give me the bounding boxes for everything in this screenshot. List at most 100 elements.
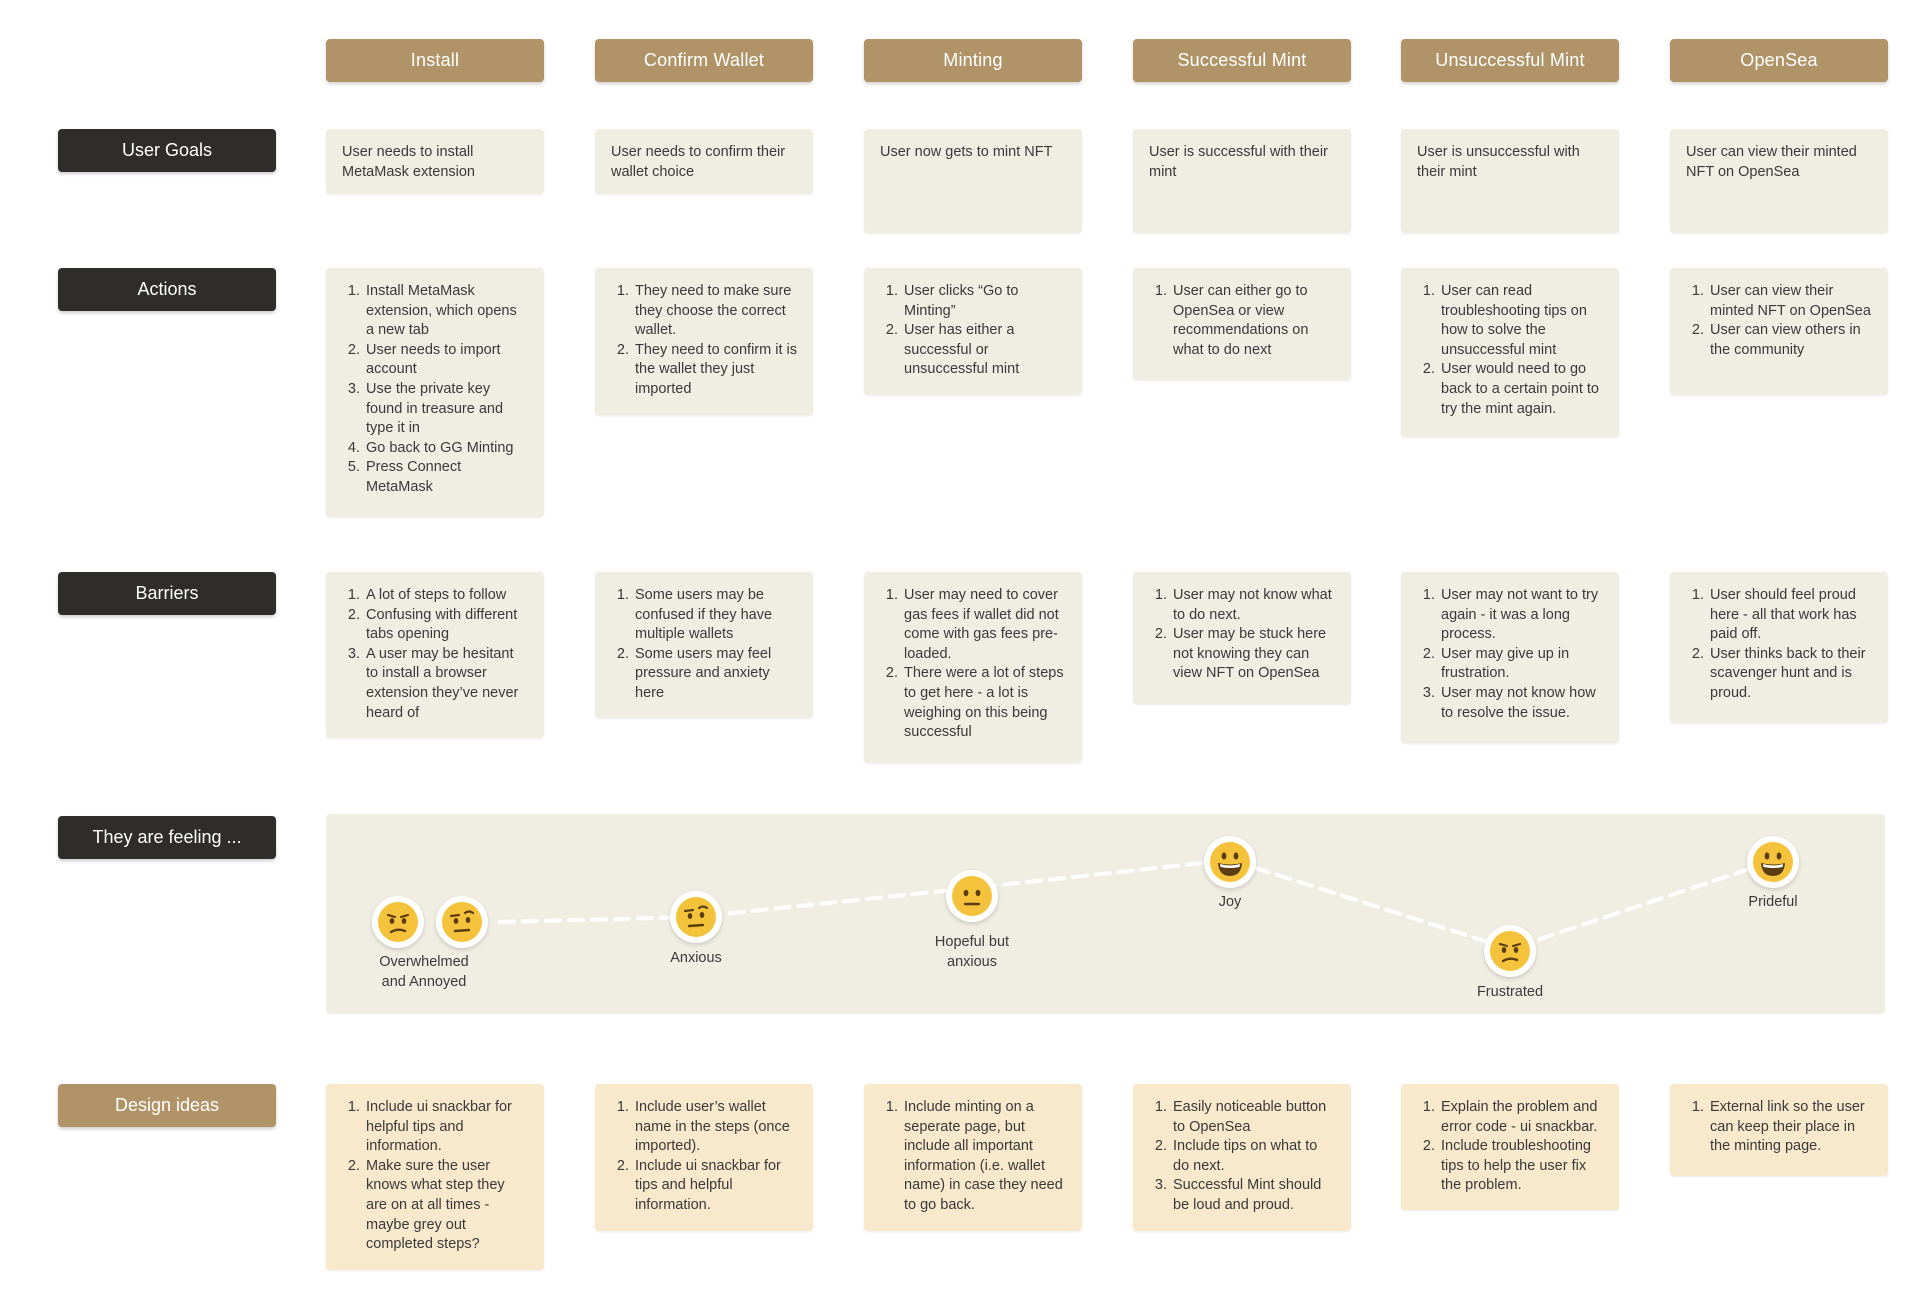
user-goal-text: User is unsuccessful with their mint [1417, 144, 1580, 180]
feeling-label-line: Anxious [670, 950, 722, 966]
row-label-barriers: Barriers [58, 572, 276, 615]
feeling-label-line: and Annoyed [381, 973, 467, 990]
user-goal-card: User now gets to mint NFT [864, 129, 1082, 233]
feeling-label: Prideful [1693, 893, 1853, 913]
row-label-user-goals: User Goals [58, 129, 276, 172]
list-item: Include ui snackbar for helpful tips and… [364, 1098, 528, 1157]
user-goal-card: User is successful with their mint [1133, 129, 1351, 233]
stage-header-install: Install [326, 39, 544, 82]
design-idea-card: External link so the user can keep their… [1670, 1084, 1888, 1176]
list-item: Explain the problem and error code - ui … [1439, 1098, 1603, 1137]
confused-face-icon [1484, 925, 1536, 977]
list-item: User should feel proud here - all that w… [1708, 586, 1872, 645]
list-item: User can read troubleshooting tips on ho… [1439, 282, 1603, 360]
list-item: User may need to cover gas fees if walle… [902, 586, 1066, 664]
list-item: Include user’s wallet name in the steps … [633, 1098, 797, 1157]
user-goal-card: User is unsuccessful with their mint [1401, 129, 1619, 233]
user-goal-text: User needs to confirm their wallet choic… [611, 144, 786, 180]
list-item: User may not know what to do next. [1171, 586, 1335, 625]
row-label-design-ideas: Design ideas [58, 1084, 276, 1127]
list-item: User thinks back to their scavenger hunt… [1708, 645, 1872, 704]
feeling-label-line: Hopeful but [934, 934, 1010, 950]
list-item: User may be stuck here not knowing they … [1171, 625, 1335, 684]
grinning-face-icon [1747, 836, 1799, 888]
feeling-dashed-line [498, 857, 1775, 952]
list-item: A lot of steps to follow [364, 586, 528, 606]
barriers-card: Some users may be confused if they have … [595, 572, 813, 718]
list-item: A user may be hesitant to install a brow… [364, 645, 528, 723]
actions-card: User can read troubleshooting tips on ho… [1401, 268, 1619, 437]
design-idea-card: Include ui snackbar for helpful tips and… [326, 1084, 544, 1270]
user-goal-text: User is successful with their mint [1149, 144, 1328, 180]
list-item: There were a lot of steps to get here - … [902, 664, 1066, 742]
list-item: Easily noticeable button to OpenSea [1171, 1098, 1335, 1137]
list-item: User can view their minted NFT on OpenSe… [1708, 282, 1872, 321]
actions-card: User clicks “Go to Minting” User has eit… [864, 268, 1082, 395]
feeling-label: Joy [1150, 893, 1310, 913]
list-item: User would need to go back to a certain … [1439, 360, 1603, 419]
list-item: Confusing with different tabs opening [364, 606, 528, 645]
user-goal-card: User needs to install MetaMask extension [326, 129, 544, 194]
list-item: External link so the user can keep their… [1708, 1098, 1872, 1157]
grinning-face-icon [1204, 836, 1256, 888]
list-item: Use the private key found in treasure an… [364, 380, 528, 439]
list-item: Some users may be confused if they have … [633, 586, 797, 645]
design-idea-card: Include user’s wallet name in the steps … [595, 1084, 813, 1231]
barriers-card: User may not know what to do next. User … [1133, 572, 1351, 704]
row-label-feeling: They are feeling ... [58, 816, 276, 859]
list-item: User can either go to OpenSea or view re… [1171, 282, 1335, 360]
feelings-panel [326, 814, 1885, 1014]
list-item: User can view others in the community [1708, 321, 1872, 360]
user-goal-text: User now gets to mint NFT [880, 144, 1053, 160]
barriers-card: User may need to cover gas fees if walle… [864, 572, 1082, 763]
list-item: Include ui snackbar for tips and helpful… [633, 1157, 797, 1216]
feeling-label-line: Joy [1218, 894, 1242, 910]
raised-eyebrow-face-icon [436, 896, 488, 948]
list-item: Make sure the user knows what step they … [364, 1157, 528, 1255]
confused-face-icon [372, 896, 424, 948]
list-item: Successful Mint should be loud and proud… [1171, 1176, 1335, 1215]
user-goal-text: User can view their minted NFT on OpenSe… [1686, 144, 1857, 180]
barriers-card: User may not want to try again - it was … [1401, 572, 1619, 743]
design-idea-card: Include minting on a seperate page, but … [864, 1084, 1082, 1231]
raised-eyebrow-face-icon [670, 891, 722, 943]
stage-header-successful-mint: Successful Mint [1133, 39, 1351, 82]
list-item: They need to make sure they choose the c… [633, 282, 797, 341]
feeling-label-line: Prideful [1748, 894, 1798, 910]
stage-header-unsuccessful-mint: Unsuccessful Mint [1401, 39, 1619, 82]
list-item: Include minting on a seperate page, but … [902, 1098, 1066, 1216]
actions-card: Install MetaMask extension, which opens … [326, 268, 544, 517]
list-item: User may not know how to resolve the iss… [1439, 684, 1603, 723]
list-item: Press Connect MetaMask [364, 458, 528, 497]
user-goal-card: User can view their minted NFT on OpenSe… [1670, 129, 1888, 233]
list-item: User may give up in frustration. [1439, 645, 1603, 684]
list-item: They need to confirm it is the wallet th… [633, 341, 797, 400]
list-item: User needs to import account [364, 341, 528, 380]
list-item: Some users may feel pressure and anxiety… [633, 645, 797, 704]
actions-card: They need to make sure they choose the c… [595, 268, 813, 415]
barriers-card: A lot of steps to follow Confusing with … [326, 572, 544, 738]
stage-header-confirm-wallet: Confirm Wallet [595, 39, 813, 82]
list-item: User may not want to try again - it was … [1439, 586, 1603, 645]
list-item: Go back to GG Minting [364, 439, 528, 459]
list-item: User clicks “Go to Minting” [902, 282, 1066, 321]
row-label-actions: Actions [58, 268, 276, 311]
stage-header-minting: Minting [864, 39, 1082, 82]
list-item: Install MetaMask extension, which opens … [364, 282, 528, 341]
actions-card: User can view their minted NFT on OpenSe… [1670, 268, 1888, 395]
design-idea-card: Easily noticeable button to OpenSea Incl… [1133, 1084, 1351, 1231]
design-idea-card: Explain the problem and error code - ui … [1401, 1084, 1619, 1210]
actions-card: User can either go to OpenSea or view re… [1133, 268, 1351, 380]
feeling-label: Overwhelmed and Annoyed [344, 953, 504, 992]
feeling-label: Frustrated [1430, 983, 1590, 1003]
stage-header-opensea: OpenSea [1670, 39, 1888, 82]
barriers-card: User should feel proud here - all that w… [1670, 572, 1888, 723]
feeling-label-line: Frustrated [1476, 984, 1544, 1000]
feeling-label-line: Overwhelmed [379, 954, 469, 970]
list-item: Include tips on what to do next. [1171, 1137, 1335, 1176]
list-item: User has either a successful or unsucces… [902, 321, 1066, 380]
user-goal-text: User needs to install MetaMask extension [342, 144, 475, 180]
neutral-face-icon [946, 870, 998, 922]
list-item: Include troubleshooting tips to help the… [1439, 1137, 1603, 1196]
